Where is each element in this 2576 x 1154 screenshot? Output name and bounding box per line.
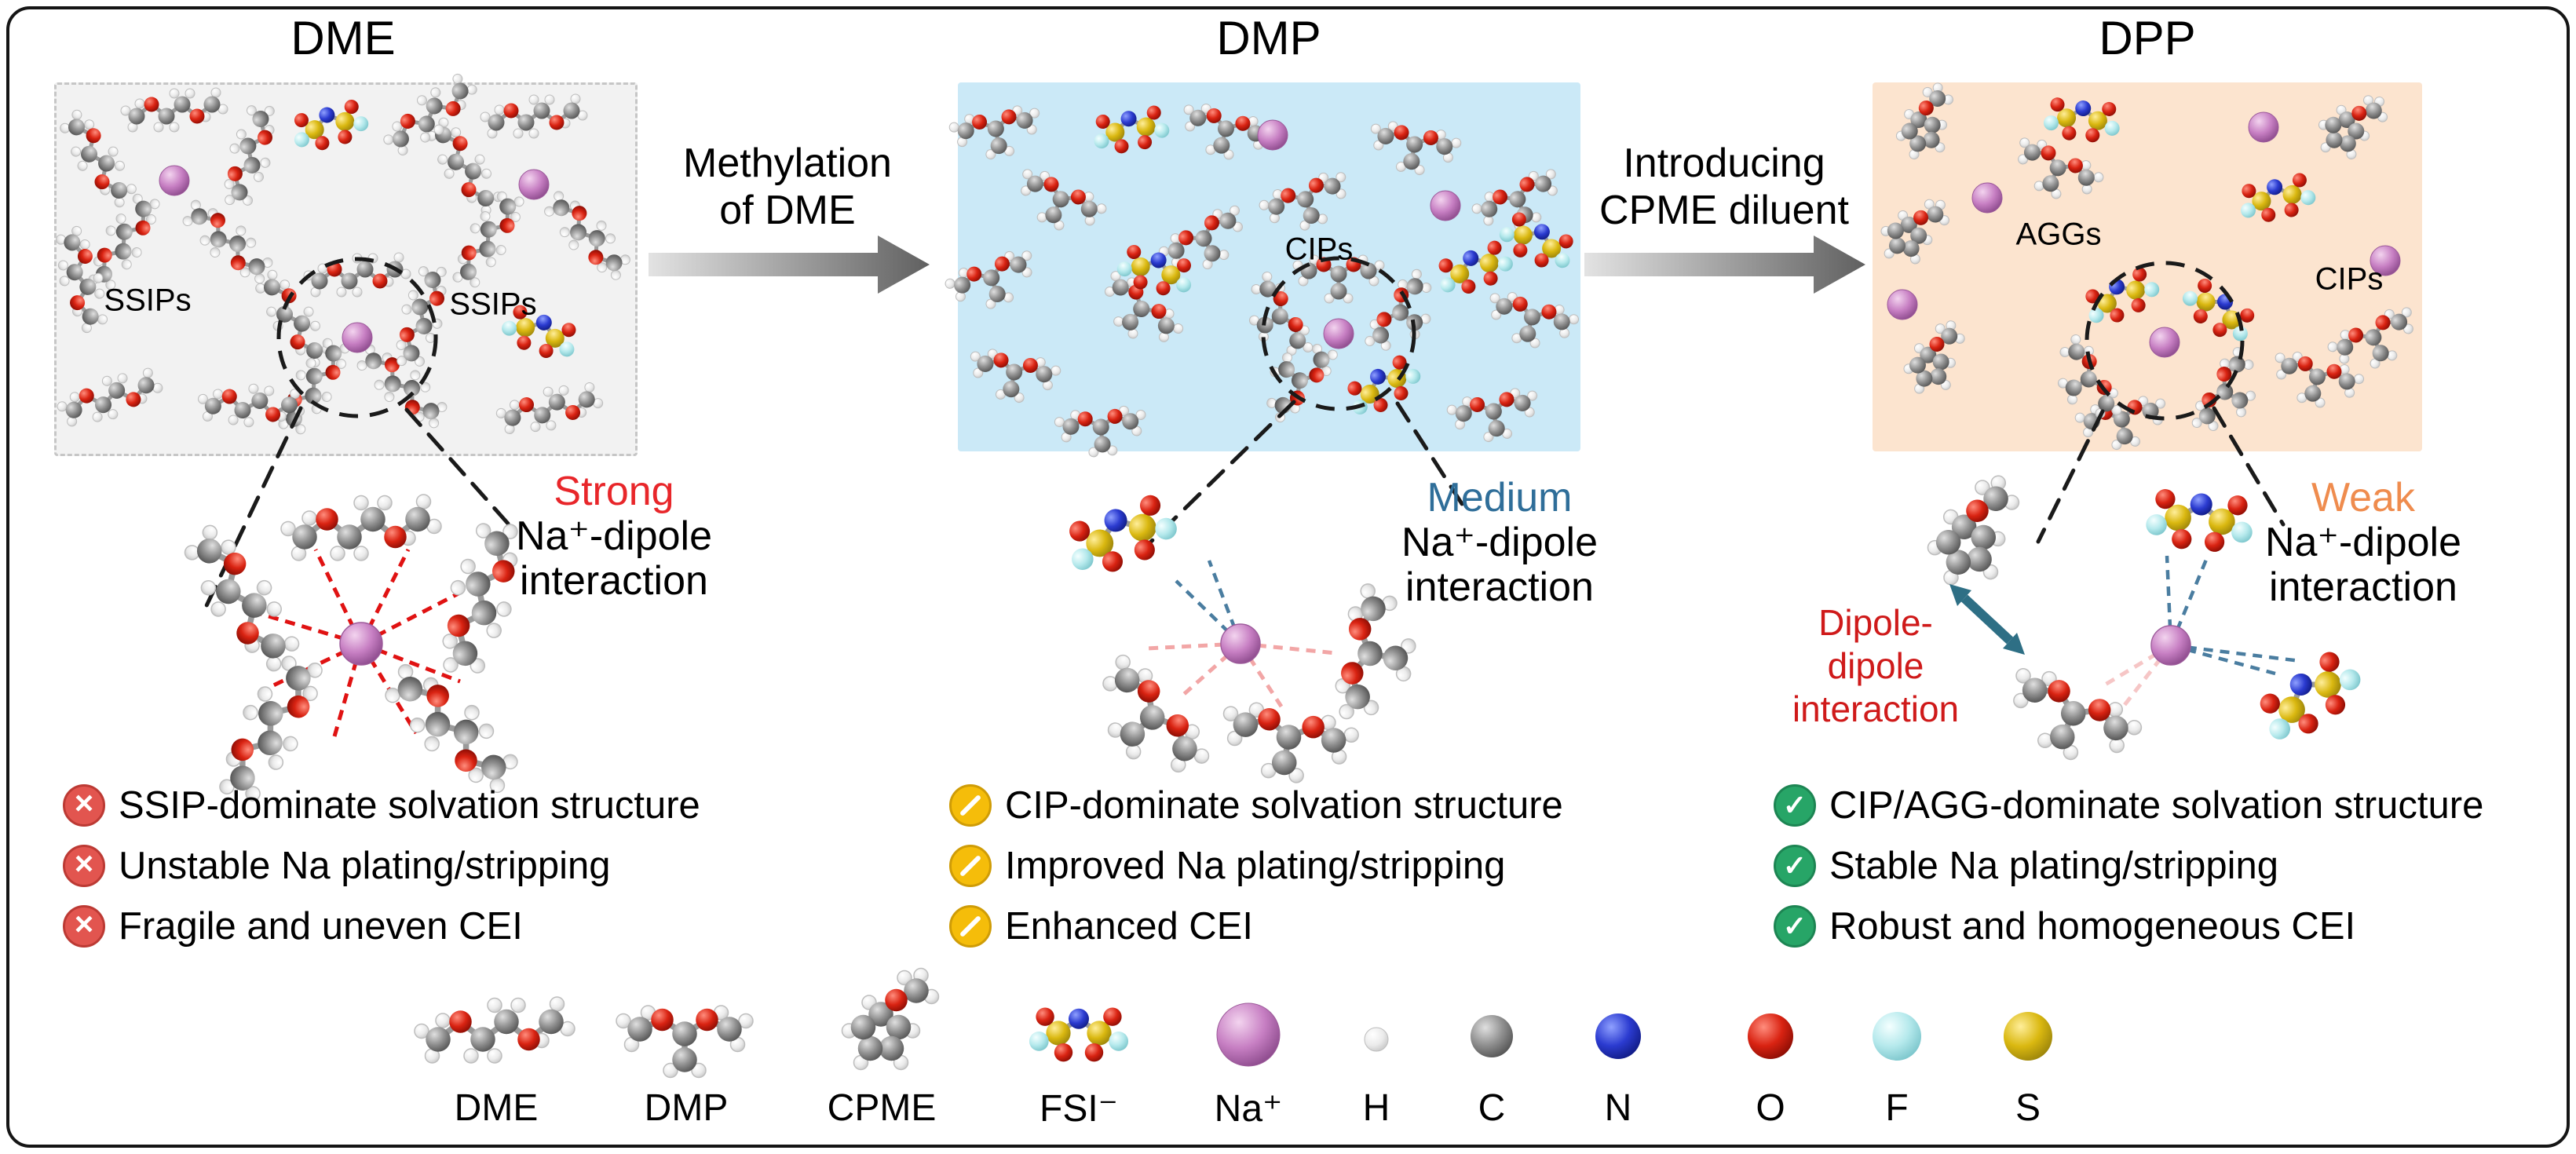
cross-circle-icon: × [63,905,105,948]
arrow-2-line1: Introducing [1623,141,1825,186]
legend-label-n: N [1604,1087,1632,1129]
cross-circle-icon: × [63,845,105,887]
slash-circle-icon [949,905,992,948]
bullet-text: Robust and homogeneous CEI [1829,905,2356,948]
bullet-text: Stable Na plating/stripping [1829,845,2279,887]
panel-title-dme: DME [290,12,396,64]
dipole-note-line1: Dipole- [1818,602,1933,643]
legend-label-dmp: DMP [644,1087,729,1129]
bullet-item: × Unstable Na plating/stripping [63,844,700,888]
legend-label-f: F [1885,1087,1909,1129]
arrow-1-line2: of DME [719,188,856,233]
label-ssips-1: SSIPs [104,283,192,318]
legend-h-sphere [1364,1027,1389,1052]
arrow-2-shape [1584,236,1865,294]
legend-c-sphere [1471,1015,1513,1057]
legend-cpme-molecule [842,969,939,1070]
legend-art [415,969,2052,1078]
bullets-dmp: CIP-dominate solvation structure Improve… [949,783,1563,948]
label-cips-dmp: CIPs [1284,232,1354,267]
zoom-cluster-dpp [1920,473,2372,782]
bullet-item: Improved Na plating/stripping [949,844,1563,888]
check-circle-icon: ✓ [1774,845,1816,887]
interaction-note-dmp: Medium Na⁺-dipole interaction [1401,476,1598,610]
legend-dmp-molecule [616,1006,753,1078]
legend-label-na: Na⁺ [1214,1088,1283,1130]
legend-label-c: C [1478,1087,1506,1129]
bullet-text: CIP/AGG-dominate solvation structure [1829,784,2484,827]
interaction-strength-weak: Weak [2311,475,2415,520]
panel-title-dmp: DMP [1216,12,1321,64]
bullet-text: SSIP-dominate solvation structure [119,784,700,827]
bullet-item: ✓ Robust and homogeneous CEI [1774,904,2483,948]
interaction-strength-strong: Strong [554,469,674,514]
interaction-note-dme: Strong Na⁺-dipole interaction [516,469,712,604]
dipole-dipole-note: Dipole- dipole interaction [1792,601,1959,731]
bullets-dpp: ✓ CIP/AGG-dominate solvation structure ✓… [1774,783,2483,948]
bullet-item: × Fragile and uneven CEI [63,904,700,948]
legend-o-sphere [1748,1013,1793,1059]
bullet-item: ✓ Stable Na plating/stripping [1774,844,2483,888]
dipole-note-line3: interaction [1792,688,1960,729]
interaction-line2: interaction [520,558,708,604]
legend-label-fsi: FSI⁻ [1039,1088,1119,1130]
interaction-line2: interaction [1405,564,1594,610]
cross-circle-icon: × [63,784,105,827]
panel-title-dpp: DPP [2099,12,2196,64]
panel-dme-box [54,82,638,456]
panel-dmp-molecules [942,99,1581,460]
legend-label-s: S [2015,1087,2041,1129]
dipole-dipole-arrow [1949,584,2025,655]
legend-label-h: H [1362,1087,1390,1129]
bullet-text: Fragile and uneven CEI [119,905,523,948]
dpp-zoom-connector-lines [2036,406,2286,544]
check-circle-icon: ✓ [1774,905,1816,948]
legend-na-sphere [1216,1002,1281,1067]
dmp-zoom-connector-lines [1149,400,1467,544]
legend-fsi-molecule [1029,1008,1128,1062]
bullet-item: × SSIP-dominate solvation structure [63,783,700,827]
interaction-strength-medium: Medium [1427,475,1573,520]
legend-n-sphere [1595,1013,1641,1059]
interaction-line1: Na⁺-dipole [2264,520,2462,565]
bullet-item: CIP-dominate solvation structure [949,783,1563,827]
bullet-item: ✓ CIP/AGG-dominate solvation structure [1774,783,2483,827]
bullet-text: Enhanced CEI [1005,905,1253,948]
slash-circle-icon [949,845,992,887]
interaction-line1: Na⁺-dipole [515,513,713,559]
check-circle-icon: ✓ [1774,784,1816,827]
bullet-text: Improved Na plating/stripping [1005,845,1506,887]
legend-label-dme: DME [454,1087,539,1129]
zoom-cluster-dmp [1060,490,1425,798]
arrow-1-shape [649,236,930,294]
legend-dme-molecule [415,997,575,1063]
panel-dme-molecules [53,69,636,441]
label-cips-dpp: CIPs [2315,261,2384,297]
legend-s-sphere [2004,1012,2052,1061]
dme-zoom-connector-lines [200,406,511,616]
label-aggs: AGGs [2015,217,2102,252]
interaction-line1: Na⁺-dipole [1401,520,1599,565]
bullet-item: Enhanced CEI [949,904,1563,948]
dipole-note-line2: dipole [1827,645,1924,686]
bullet-text: Unstable Na plating/stripping [119,845,611,887]
arrow-2-line2: CPME diluent [1599,188,1849,233]
legend-label-cpme: CPME [827,1087,937,1129]
slash-circle-icon [949,784,992,827]
zoom-cluster-dme [178,495,544,812]
bullets-dme: × SSIP-dominate solvation structure × Un… [63,783,700,948]
label-ssips-2: SSIPs [449,287,537,322]
interaction-line2: interaction [2269,564,2457,610]
interaction-note-dpp: Weak Na⁺-dipole interaction [2265,476,2461,610]
bullet-text: CIP-dominate solvation structure [1005,784,1563,827]
arrow-1-line1: Methylation [683,141,892,186]
arrow-1-label: Methylation of DME [683,140,892,234]
panel-dpp-molecules [1876,80,2427,455]
legend-label-o: O [1756,1087,1785,1129]
legend-f-sphere [1873,1012,1921,1061]
arrow-2-label: Introducing CPME diluent [1599,140,1849,234]
